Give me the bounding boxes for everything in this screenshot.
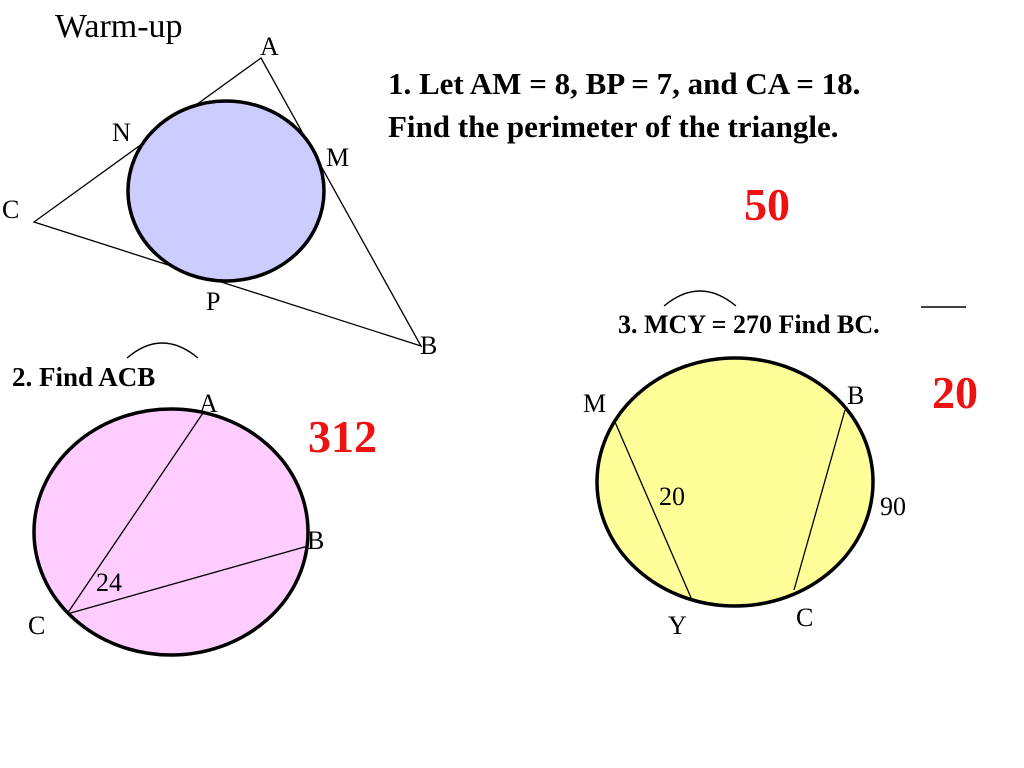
diagram-1-incircle: A N M C P B [2,32,437,360]
slide-title: Warm-up [55,8,183,45]
circle-3 [595,356,875,608]
label-p: P [206,287,220,316]
label-b: B [847,381,864,410]
problem-3-arc-name: MCY [644,310,706,339]
label-m: M [326,143,349,172]
problem-2-prefix: 2. Find [12,362,99,392]
diagram-2-inscribed-angle: A B C 24 [28,389,324,657]
problem-3-segment-name: BC [836,310,874,339]
answer-1: 50 [744,179,790,230]
chord-ca [66,412,204,615]
arc-mark-mcy [663,290,737,307]
label-c: C [28,611,45,640]
label-y: Y [668,611,687,640]
problem-2-arc-name: ACB [98,362,156,392]
problem-1-line-1: 1. Let AM = 8, BP = 7, and CA = 18. [388,66,861,101]
answer-3: 20 [932,367,978,418]
problem-2: 2. Find ACB [12,362,155,393]
label-b: B [307,526,324,555]
arc-mark-acb [126,342,199,359]
chord-bc [793,409,846,591]
problem-3-suffix: . [873,310,880,339]
label-c: C [796,603,813,632]
label-c: C [2,195,19,224]
label-n: N [112,118,131,147]
arc-my-value: 20 [659,482,685,511]
label-a: A [199,389,218,418]
chord-cb [66,545,309,615]
arc-bc-value: 90 [880,492,906,521]
label-b: B [420,331,437,360]
problem-3: 3. MCY = 270 Find BC. [618,310,880,340]
problem-3-prefix: 3. [618,310,644,339]
problem-1-line-2: Find the perimeter of the triangle. [388,109,839,144]
label-a: A [260,32,279,61]
circle-2 [32,407,310,657]
angle-value: 24 [96,568,122,597]
answer-2: 312 [308,411,377,462]
problem-3-middle: = 270 Find [705,310,837,339]
problem-1: 1. Let AM = 8, BP = 7, and CA = 18. Find… [388,62,860,148]
diagram-3-chords: M B Y C 20 90 [583,356,906,640]
inscribed-circle [126,99,326,283]
label-m: M [583,389,606,418]
chord-my [614,421,693,601]
